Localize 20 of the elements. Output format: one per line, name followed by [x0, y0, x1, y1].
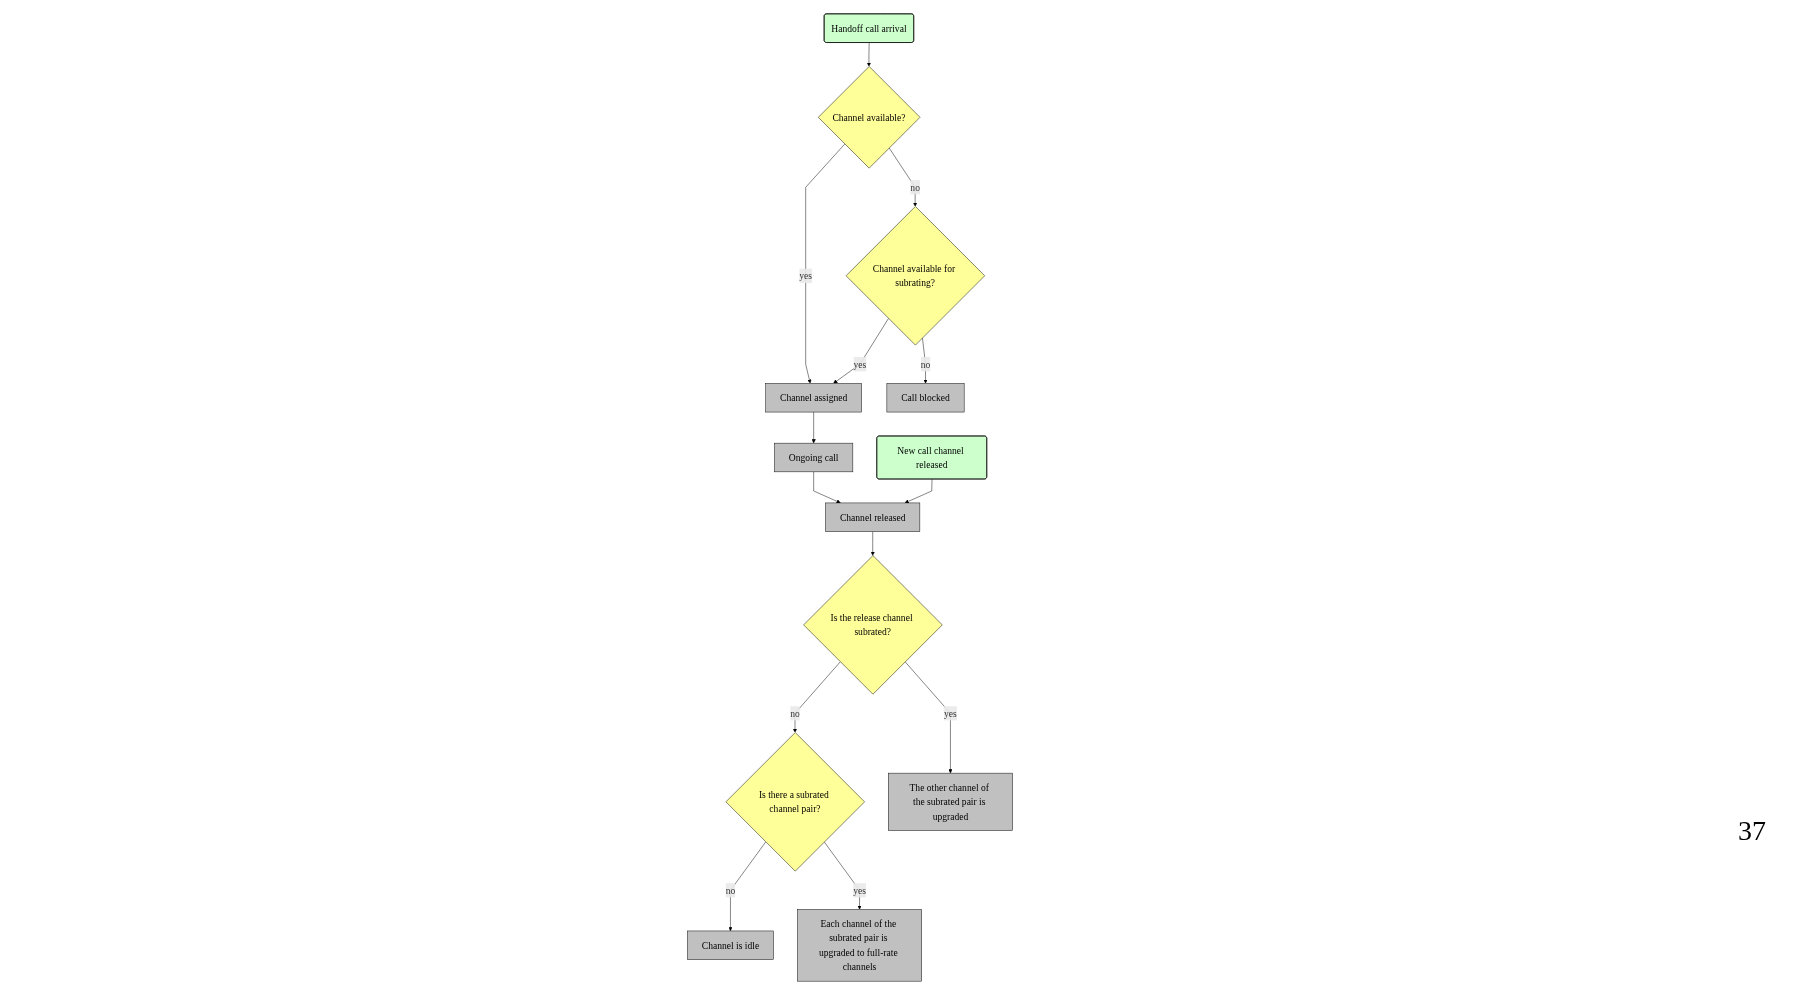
- node-box: Channel is idle: [687, 930, 774, 960]
- node-diamond: Is there a subrated channel pair?: [725, 732, 865, 872]
- edge-label: yes: [853, 885, 866, 896]
- page-number: 37: [1738, 815, 1766, 847]
- node-box: Call blocked: [886, 383, 965, 413]
- edge-label: yes: [853, 358, 867, 370]
- edge-label: no: [920, 358, 931, 370]
- node-diamond: Is the release channel subrated?: [803, 555, 943, 695]
- edge-label: no: [910, 182, 920, 193]
- node-box: Channel assigned: [765, 383, 862, 413]
- node-box: Each channel of the subrated pair is upgraded to full-rate channels: [797, 909, 922, 982]
- edge-label: yes: [944, 708, 957, 719]
- node-box: The other channel of the subrated pair is upgraded: [888, 772, 1013, 831]
- edge-label: no: [725, 885, 736, 896]
- node-box: Channel released: [825, 502, 921, 532]
- edge-label: no: [790, 708, 800, 719]
- node-diamond: Channel available for subrating?: [845, 206, 985, 346]
- node-box: Ongoing call: [774, 442, 854, 473]
- edge-label: yes: [799, 270, 813, 282]
- node-diamond: Channel available?: [818, 66, 921, 169]
